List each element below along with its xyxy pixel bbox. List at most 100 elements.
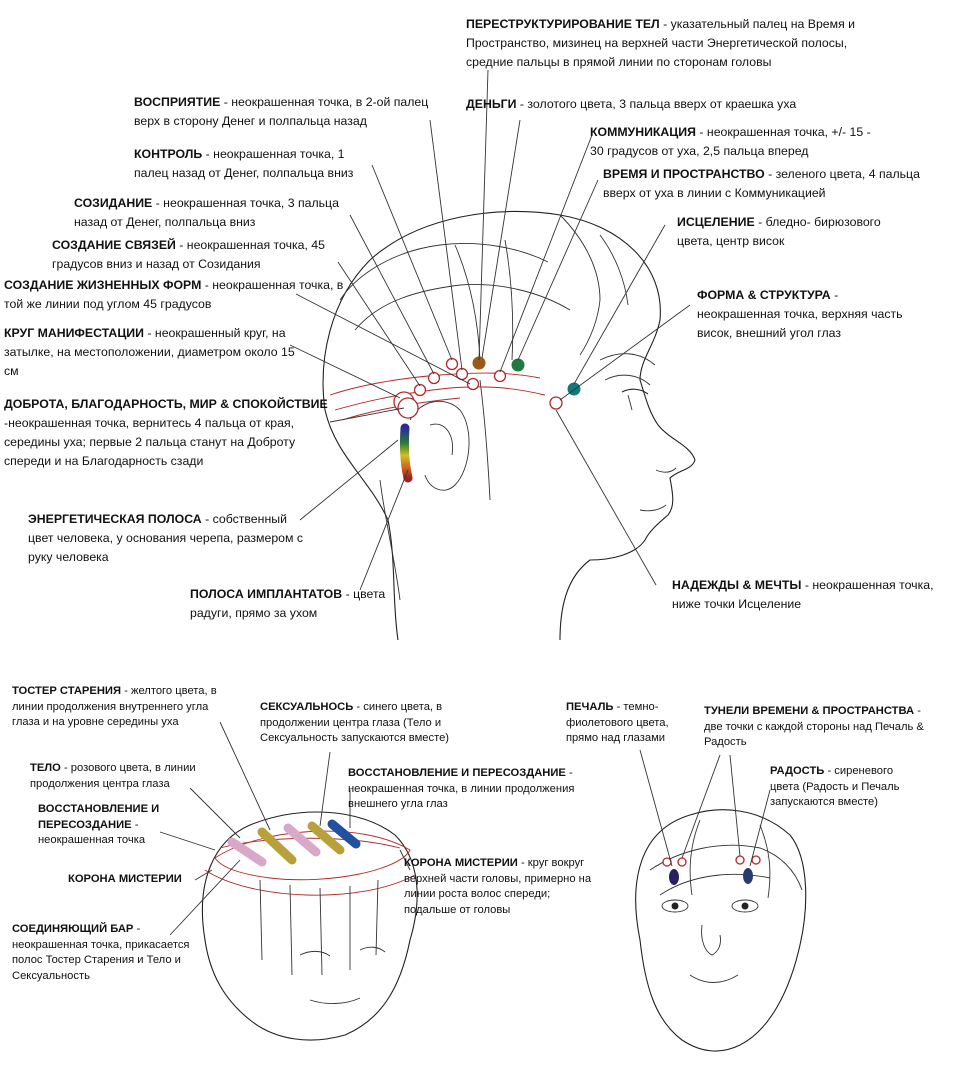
label-manifestation-text: - неокрашенный круг, на затылке, на мест…	[4, 326, 295, 378]
label-aging-text: - желтого цвета, в линии продолжения вну…	[12, 685, 217, 728]
label-tunnels-text: - две точки с каждой стороны над Печаль …	[704, 705, 924, 748]
label-sexuality-title: СЕКСУАЛЬНОСЬ	[260, 701, 354, 713]
label-sorrow: ПЕЧАЛЬ - темно-фиолетового цвета, прямо …	[566, 700, 691, 747]
label-kindness-title: ДОБРОТА, БЛАГОДАРНОСТЬ, МИР & СПОКОЙСТВИ…	[4, 397, 328, 411]
label-life-forms-title: СОЗДАНИЕ ЖИЗНЕННЫХ ФОРМ	[4, 278, 202, 292]
label-control: КОНТРОЛЬ - неокрашенная точка, 1 палец н…	[134, 145, 379, 183]
label-joy: РАДОСТЬ - сиреневого цвета (Радость и Пе…	[770, 764, 920, 811]
top-view-bands	[227, 819, 361, 867]
label-sexuality-text: - синего цвета, в продолжении центра гла…	[260, 701, 450, 744]
label-healing: ИСЦЕЛЕНИЕ - бледно- бирюзового цвета, це…	[677, 213, 907, 251]
label-aging: ТОСТЕР СТАРЕНИЯ - желтого цвета, в линии…	[12, 684, 232, 731]
point-connections	[413, 383, 427, 397]
label-aging-title: ТОСТЕР СТАРЕНИЯ	[12, 685, 122, 697]
point-control	[445, 357, 459, 371]
label-form-structure-title: ФОРМА & СТРУКТУРА	[697, 288, 831, 302]
label-energy-band-title: ЭНЕРГЕТИЧЕСКАЯ ПОЛОСА	[28, 512, 202, 526]
label-creation-title: СОЗИДАНИЕ	[74, 196, 153, 210]
label-creation-text: - неокрашенная точка, 3 пальца назад от …	[74, 196, 339, 229]
label-kindness: ДОБРОТА, БЛАГОДАРНОСТЬ, МИР & СПОКОЙСТВИ…	[4, 395, 340, 471]
label-communication-text: - неокрашенная точка, +/- 15 - 30 градус…	[590, 125, 871, 158]
label-connections-text: - неокрашенная точка, 45 градусов вниз и…	[52, 238, 325, 271]
label-hopes-text: - неокрашенная точка, ниже точки Исцелен…	[672, 578, 934, 611]
label-communication-title: КОММУНИКАЦИЯ	[590, 125, 696, 139]
label-kindness-text: -неокрашенная точка, вернитесь 4 пальца …	[4, 416, 296, 468]
label-joy-text: - сиреневого цвета (Радость и Печаль зап…	[770, 765, 900, 808]
label-perception-title: ВОСПРИЯТИЕ	[134, 95, 221, 109]
label-time-space-text: - зеленого цвета, 4 пальца вверх от уха …	[603, 167, 920, 200]
label-manifestation-title: КРУГ МАНИФЕСТАЦИИ	[4, 326, 144, 340]
label-form-structure: ФОРМА & СТРУКТУРА - неокрашенная точка, …	[697, 286, 922, 343]
label-sorrow-title: ПЕЧАЛЬ	[566, 701, 614, 713]
label-body: ТЕЛО - розового цвета, в линии продолжен…	[30, 761, 250, 792]
label-creation: СОЗИДАНИЕ - неокрашенная точка, 3 пальца…	[74, 194, 374, 232]
label-money: ДЕНЬГИ - золотого цвета, 3 пальца вверх …	[466, 95, 846, 114]
point-time-space	[511, 358, 525, 372]
label-crown-right-title: КОРОНА МИСТЕРИИ	[404, 857, 518, 869]
label-hopes: НАДЕЖДЫ & МЕЧТЫ - неокрашенная точка, ни…	[672, 576, 942, 614]
label-tunnels-title: ТУНЕЛИ ВРЕМЕНИ & ПРОСТРАНСТВА	[704, 705, 915, 717]
label-perception-text: - неокрашенная точка, в 2-ой палец верх …	[134, 95, 429, 128]
point-life-forms	[466, 377, 480, 391]
profile-head-drawing	[322, 210, 696, 641]
implant-band-shape	[399, 423, 413, 483]
label-crown-right: КОРОНА МИСТЕРИИ - круг вокруг верхней ча…	[404, 856, 599, 918]
label-healing-text: - бледно- бирюзового цвета, центр висок	[677, 215, 881, 248]
point-sorrow	[669, 869, 679, 885]
label-implant-band: ПОЛОСА ИМПЛАНТАТОВ - цвета радуги, прямо…	[190, 585, 400, 623]
label-time-space-title: ВРЕМЯ И ПРОСТРАНСТВО	[603, 167, 765, 181]
label-restoration-right-title: ВОССТАНОВЛЕНИЕ И ПЕРЕСОЗДАНИЕ	[348, 767, 566, 779]
point-tunnel-left-2	[677, 857, 687, 867]
leader-lines-bottom-left	[159, 721, 411, 936]
point-tunnel-right-2	[751, 855, 761, 865]
label-connections-title: СОЗДАНИЕ СВЯЗЕЙ	[52, 238, 176, 252]
label-healing-title: ИСЦЕЛЕНИЕ	[677, 215, 755, 229]
label-implant-band-title: ПОЛОСА ИМПЛАНТАТОВ	[190, 587, 343, 601]
point-communication	[493, 369, 507, 383]
label-connections: СОЗДАНИЕ СВЯЗЕЙ - неокрашенная точка, 45…	[52, 236, 342, 274]
label-energy-band-text: - собственный цвет человека, у основания…	[28, 512, 304, 564]
label-restoration-left: ВОССТАНОВЛЕНИЕ И ПЕРЕСОЗДАНИЕ - неокраше…	[38, 802, 173, 849]
label-bar: СОЕДИНЯЮЩИЙ БАР - неокрашенная точка, пр…	[12, 922, 202, 984]
point-hopes	[549, 396, 563, 410]
label-hopes-title: НАДЕЖДЫ & МЕЧТЫ	[672, 578, 802, 592]
label-control-title: КОНТРОЛЬ	[134, 147, 203, 161]
front-face-drawing	[635, 809, 807, 1052]
leader-lines-bottom-right	[639, 749, 771, 867]
point-tunnel-right-1	[735, 855, 745, 865]
label-energy-band: ЭНЕРГЕТИЧЕСКАЯ ПОЛОСА - собственный цвет…	[28, 510, 308, 567]
label-control-text: - неокрашенная точка, 1 палец назад от Д…	[134, 147, 354, 180]
point-creation	[427, 371, 441, 385]
leader-lines-main	[289, 69, 691, 591]
label-time-space: ВРЕМЯ И ПРОСТРАНСТВО - зеленого цвета, 4…	[603, 165, 933, 203]
label-form-structure-text: - неокрашенная точка, верхняя часть висо…	[697, 288, 903, 340]
label-crown-left: КОРОНА МИСТЕРИИ	[68, 872, 203, 888]
front-face-points	[662, 855, 761, 885]
label-restructuring-title: ПЕРЕСТРУКТУРИРОВАНИЕ ТЕЛ	[466, 17, 660, 31]
label-sorrow-text: - темно-фиолетового цвета, прямо над гла…	[566, 701, 669, 744]
label-restoration-left-text: - неокрашенная точка	[38, 818, 146, 847]
label-restructuring-text: - указательный палец на Время и Простран…	[466, 17, 856, 69]
point-money	[472, 356, 486, 370]
label-money-title: ДЕНЬГИ	[466, 97, 517, 111]
label-joy-title: РАДОСТЬ	[770, 765, 825, 777]
label-crown-right-text: - круг вокруг верхней части головы, прим…	[404, 857, 592, 916]
label-life-forms-text: - неокрашенная точка, в той же линии под…	[4, 278, 344, 311]
label-manifestation: КРУГ МАНИФЕСТАЦИИ - неокрашенный круг, н…	[4, 324, 304, 381]
point-kindness	[397, 397, 419, 419]
label-bar-title: СОЕДИНЯЮЩИЙ БАР	[12, 923, 134, 935]
point-joy	[743, 868, 753, 884]
label-communication: КОММУНИКАЦИЯ - неокрашенная точка, +/- 1…	[590, 123, 880, 161]
label-body-text: - розового цвета, в линии продолжения це…	[30, 762, 196, 790]
label-restructuring: ПЕРЕСТРУКТУРИРОВАНИЕ ТЕЛ - указательный …	[466, 15, 896, 72]
label-perception: ВОСПРИЯТИЕ - неокрашенная точка, в 2-ой …	[134, 93, 439, 131]
label-restoration-right: ВОССТАНОВЛЕНИЕ И ПЕРЕСОЗДАНИЕ - неокраше…	[348, 766, 588, 813]
profile-points	[393, 356, 581, 419]
label-restoration-left-title: ВОССТАНОВЛЕНИЕ И ПЕРЕСОЗДАНИЕ	[38, 803, 160, 831]
label-tunnels: ТУНЕЛИ ВРЕМЕНИ & ПРОСТРАНСТВА - две точк…	[704, 704, 939, 751]
label-money-text: - золотого цвета, 3 пальца вверх от крае…	[519, 97, 797, 111]
label-body-title: ТЕЛО	[30, 762, 61, 774]
label-implant-band-text: - цвета радуги, прямо за ухом	[190, 587, 386, 620]
label-bar-text: - неокрашенная точка, прикасается полос …	[12, 923, 190, 982]
